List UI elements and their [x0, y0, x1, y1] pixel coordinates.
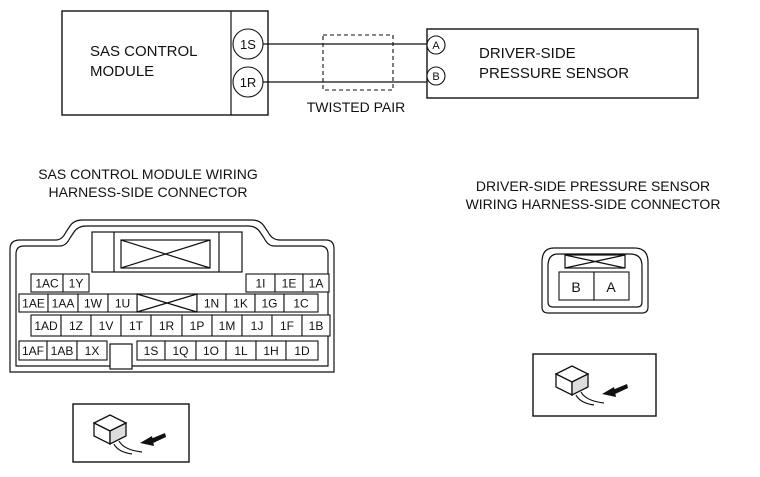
lock-tab-x — [120, 239, 211, 269]
pin-label-1s: 1S — [240, 37, 256, 52]
left-view-indicator — [72, 403, 190, 463]
pin-label-b: B — [432, 71, 439, 83]
sensor-label-line2: PRESSURE SENSOR — [479, 65, 629, 82]
connector-pin-label: 1L — [234, 344, 248, 358]
module-label-line2: MODULE — [90, 63, 154, 80]
connector-view-icon — [92, 414, 166, 455]
right-connector-title-line2: WIRING HARNESS-SIDE CONNECTOR — [466, 196, 721, 212]
connector-pin-label: 1I — [255, 277, 265, 291]
sensor-pin-label-a: A — [606, 279, 616, 295]
right-connector-title-line1: DRIVER-SIDE PRESSURE SENSOR — [476, 178, 710, 194]
twisted-pair-box — [322, 34, 394, 91]
connector-pin-label: 1J — [251, 319, 264, 333]
connector-pin-label: 1W — [84, 297, 103, 311]
driver-side-pressure-sensor: A B DRIVER-SIDE PRESSURE SENSOR — [426, 28, 699, 99]
sensor-pin-b — [558, 271, 595, 301]
left-connector-title-line1: SAS CONTROL MODULE WIRING — [38, 166, 258, 182]
sensor-pin-a — [593, 271, 630, 301]
connector-pin-cavity — [302, 273, 330, 293]
connector-pin-cavity — [76, 340, 108, 361]
connector-pin-label: 1P — [190, 319, 205, 333]
module-label-line1: SAS CONTROL — [90, 43, 198, 60]
connector-pin-cavity — [283, 293, 319, 313]
connector-pin-label: 1X — [85, 344, 100, 358]
connector-pin-label: 1G — [261, 297, 277, 311]
connector-pin-label: 1O — [203, 344, 219, 358]
connector-pin-label: 1M — [219, 319, 236, 333]
sensor-pin-label-b: B — [571, 279, 580, 295]
connector-pin-label: 1AB — [51, 344, 74, 358]
connector-pin-label: 1A — [309, 277, 324, 291]
connector-pin-cavity — [62, 273, 90, 293]
sas-control-module: SAS CONTROL MODULE 1S 1R — [61, 10, 269, 116]
connector-pin-label: 1H — [263, 344, 278, 358]
connector-pin-label: 1V — [99, 319, 114, 333]
connector-pin-label: 1AE — [22, 297, 45, 311]
connector-pin-label: 1S — [144, 344, 159, 358]
connector-pin-label: 1R — [159, 319, 175, 333]
connector-pin-label: 1AC — [35, 277, 59, 291]
twisted-pair-label: TWISTED PAIR — [307, 99, 406, 115]
connector-view-icon — [554, 365, 628, 406]
sensor-label-line1: DRIVER-SIDE — [479, 45, 576, 62]
connector-pin-label: 1B — [309, 319, 324, 333]
pin-label-a: A — [432, 40, 440, 52]
connector-pin-label: 1AA — [52, 297, 75, 311]
connector-pin-label: 1AD — [34, 319, 58, 333]
connector-pin-label: 1U — [115, 297, 130, 311]
connector-pin-label: 1Y — [69, 277, 84, 291]
connector-pin-label: 1D — [294, 344, 310, 358]
sensor-lock-tab-x — [564, 254, 626, 269]
key-slot — [109, 343, 133, 370]
pressure-sensor-connector: B A — [541, 247, 649, 314]
pin-label-1r: 1R — [240, 75, 257, 90]
connector-pin-cavity — [301, 314, 331, 337]
pin-circle-a — [426, 35, 446, 55]
connector-pin-cavity — [107, 293, 138, 313]
connector-pin-label: 1F — [280, 319, 294, 333]
connector-pin-cavity — [285, 340, 319, 361]
sas-connector-pin-grid: 1AC 1Y 1I 1E 1A 1AE 1AA 1W 1U 1N 1K 1G 1C 1AD 1Z 1V 1T 1R… — [18, 273, 331, 361]
connector-pin-label: 1T — [129, 319, 144, 333]
connector-pin-label: 1E — [282, 277, 297, 291]
connector-pin-label: 1C — [293, 297, 309, 311]
signal-wires: TWISTED PAIR — [263, 34, 427, 115]
connector-pin-label: 1Q — [172, 344, 188, 358]
connector-pin-label: 1N — [204, 297, 219, 311]
connector-pin-label: 1Z — [69, 319, 83, 333]
pin-circle-b — [426, 66, 446, 86]
connector-pin-label: 1AF — [22, 344, 44, 358]
left-connector-title-line2: HARNESS-SIDE CONNECTOR — [49, 184, 248, 200]
right-view-indicator — [532, 353, 657, 417]
connector-pin-label: 1K — [233, 297, 248, 311]
